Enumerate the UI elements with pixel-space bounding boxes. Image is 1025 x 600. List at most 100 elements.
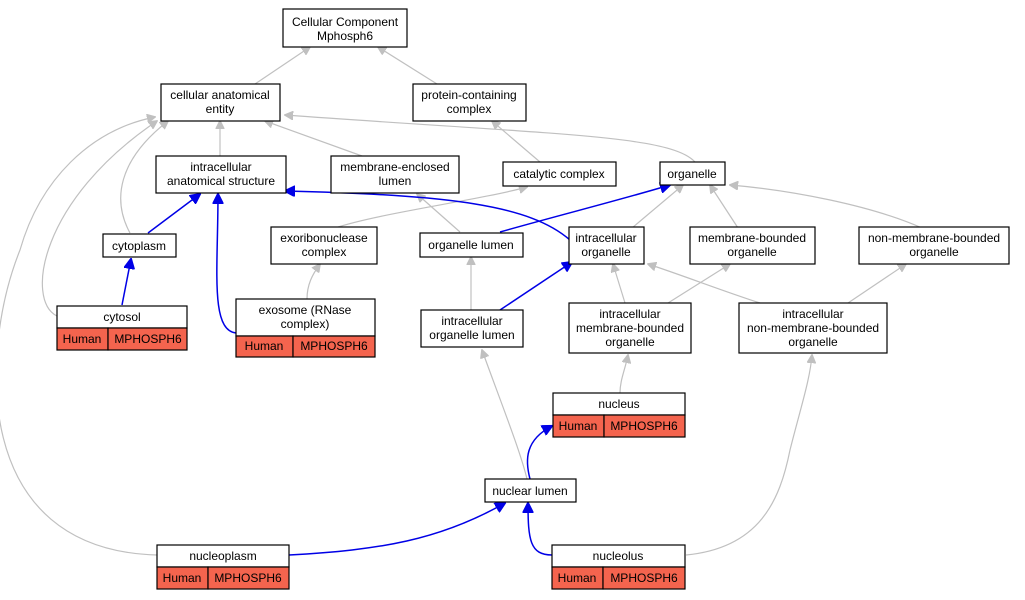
node-membrane-enclosed-lumen[interactable]: membrane-enclosed lumen [330, 155, 460, 194]
node-label: complex [447, 102, 492, 116]
node-label: Mphosph6 [317, 29, 373, 43]
gene-label: MPHOSPH6 [610, 419, 678, 433]
node-label: organelle [581, 245, 631, 259]
node-label: cytoplasm [112, 239, 166, 253]
gene-label: MPHOSPH6 [610, 571, 678, 585]
edge-nmbo-org [730, 185, 923, 229]
node-nucleolus[interactable]: nucleolus Human MPHOSPH6 [551, 544, 686, 590]
node-organelle[interactable]: organelle [659, 161, 726, 186]
edges-is-a [0, 47, 923, 556]
edge-nucleoplasm-nuclum [288, 503, 505, 556]
node-non-membrane-bounded-organelle[interactable]: non-membrane-bounded organelle [858, 226, 1010, 265]
node-label: nucleus [598, 397, 639, 411]
node-label: entity [206, 102, 235, 116]
species-label: Human [163, 571, 202, 585]
edge-cytosol-cae [41, 121, 157, 317]
node-label: Cellular Component [292, 15, 399, 29]
annotation-gene-cell [602, 566, 686, 590]
edge-cytosol-cyto [121, 259, 131, 306]
edge-nuclum-iol [482, 350, 528, 480]
node-label: nucleoplasm [189, 549, 256, 563]
node-nuclear-lumen[interactable]: nuclear lumen [484, 478, 577, 503]
node-label: intracellular [190, 160, 251, 174]
node-label: catalytic complex [513, 167, 604, 181]
node-label: membrane-enclosed [340, 160, 449, 174]
node-label: intracellular [599, 307, 660, 321]
node-exosome-rnase-complex[interactable]: exosome (RNase complex) Human MPHOSPH6 [235, 298, 376, 358]
node-label: non-membrane-bounded [747, 321, 879, 335]
gene-label: MPHOSPH6 [300, 339, 368, 353]
edge-exoc-catc [334, 187, 527, 229]
edge-mel-cae [265, 121, 363, 157]
edge-imbo-io [613, 264, 626, 304]
node-label: cytosol [103, 310, 140, 324]
node-nucleoplasm[interactable]: nucleoplasm Human MPHOSPH6 [156, 544, 290, 590]
node-label: organelle [788, 335, 838, 349]
edge-io-org [631, 185, 683, 229]
node-label: complex [302, 245, 347, 259]
edge-mbo-org [710, 185, 739, 229]
node-organelle-lumen[interactable]: organelle lumen [419, 232, 524, 258]
edge-orgl-mel [417, 194, 461, 233]
edge-orgl-org [499, 185, 670, 233]
node-label: organelle [727, 245, 777, 259]
node-label: protein-containing [421, 88, 516, 102]
edge-iol-io [499, 262, 572, 311]
edge-catc-pcc [492, 121, 541, 163]
node-label: organelle lumen [428, 238, 513, 252]
annotation-gene-cell [603, 414, 686, 438]
edge-exosome-exoc [306, 264, 320, 300]
edge-exosome-ias [217, 194, 237, 334]
node-label: membrane-bounded [698, 231, 806, 245]
gene-label: MPHOSPH6 [114, 332, 182, 346]
edge-cyto-ias [147, 194, 200, 234]
node-cellular-component-root[interactable]: Cellular Component Mphosph6 [282, 8, 408, 48]
node-intracellular-organelle-lumen[interactable]: intracellular organelle lumen [420, 309, 524, 348]
node-cellular-anatomical-entity[interactable]: cellular anatomical entity [160, 83, 281, 122]
species-label: Human [245, 339, 284, 353]
node-label: membrane-bounded [576, 321, 684, 335]
node-intracellular-non-membrane-bounded-organelle[interactable]: intracellular non-membrane-bounded organ… [738, 302, 888, 354]
node-label: anatomical structure [167, 174, 275, 188]
edge-nuclum-nucleus [526, 426, 552, 480]
node-label: organelle lumen [429, 328, 514, 342]
node-intracellular-organelle[interactable]: intracellular organelle [568, 226, 645, 265]
annotation-gene-cell [292, 335, 376, 358]
node-exoribonuclease-complex[interactable]: exoribonuclease complex [270, 226, 378, 265]
edge-inmbo-nmbo [847, 264, 906, 304]
node-label: nuclear lumen [492, 484, 567, 498]
node-cytosol[interactable]: cytosol Human MPHOSPH6 [56, 305, 188, 351]
node-label: exoribonuclease [280, 231, 368, 245]
node-protein-containing-complex[interactable]: protein-containing complex [412, 83, 527, 122]
species-label: Human [558, 571, 597, 585]
node-label: nucleolus [593, 549, 644, 563]
node-label: intracellular [782, 307, 843, 321]
annotation-gene-cell [207, 566, 290, 590]
edge-inmbo-io [648, 264, 761, 304]
edge-imbo-mbo [667, 264, 730, 304]
node-label: non-membrane-bounded [868, 231, 1000, 245]
edge-nucleoplasm-cae [0, 117, 158, 556]
edge-cyto-cae [120, 121, 168, 234]
species-label: Human [559, 419, 598, 433]
node-label: complex) [281, 317, 330, 331]
edge-nucleolus-inmbo [685, 355, 812, 556]
node-label: cellular anatomical [170, 88, 269, 102]
node-intracellular-anatomical-structure[interactable]: intracellular anatomical structure [155, 155, 287, 194]
node-intracellular-membrane-bounded-organelle[interactable]: intracellular membrane-bounded organelle [568, 302, 692, 354]
node-label: organelle [667, 167, 717, 181]
node-membrane-bounded-organelle[interactable]: membrane-bounded organelle [689, 226, 816, 265]
annotation-gene-cell [107, 327, 188, 351]
node-catalytic-complex[interactable]: catalytic complex [502, 161, 617, 187]
node-label: lumen [379, 174, 412, 188]
node-cytoplasm[interactable]: cytoplasm [102, 233, 177, 258]
node-label: exosome (RNase [259, 303, 352, 317]
edge-nucleolus-nuclum [528, 503, 553, 556]
node-label: organelle [605, 335, 655, 349]
gene-label: MPHOSPH6 [214, 571, 282, 585]
species-label: Human [63, 332, 102, 346]
node-nucleus[interactable]: nucleus Human MPHOSPH6 [552, 392, 686, 438]
edge-cae-root [254, 47, 310, 85]
node-label: intracellular [575, 231, 636, 245]
